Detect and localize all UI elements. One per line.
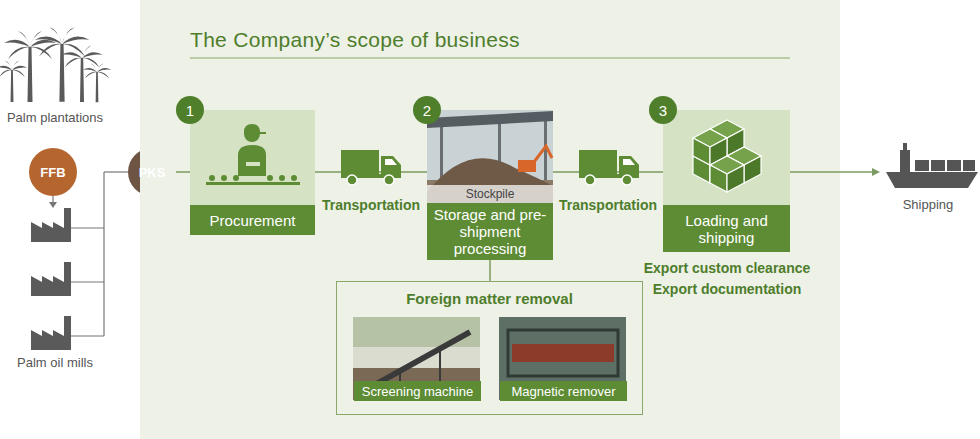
process-label: Procurement (190, 205, 315, 235)
stockpile-photo (427, 110, 553, 203)
mill-collector-lines (71, 172, 128, 336)
detail-box: Foreign matter removalScreening machine M… (336, 281, 643, 415)
text-label: Export custom clearance (644, 260, 811, 276)
screening-photo (353, 317, 480, 400)
connector-line (315, 171, 427, 173)
procurement-icon (206, 124, 300, 185)
node-label: FFB (29, 148, 77, 196)
process-label: Storage and pre-shipment processing (427, 203, 553, 260)
heading-rule (190, 58, 790, 59)
palm-tree (4, 31, 56, 102)
palm-trees (0, 27, 111, 102)
ship-icon (886, 143, 978, 188)
node-label: PKS (128, 148, 176, 196)
text-label: Export documentation (653, 281, 802, 297)
process-box: 1Procurement (190, 110, 315, 235)
palm-tree (35, 27, 90, 102)
process-box: 3Loading and shipping (663, 110, 790, 252)
shipping-arrow (790, 168, 880, 176)
callout-number: 1 (176, 96, 204, 124)
photo-box: Screening machine (354, 318, 481, 401)
mill-icons (31, 208, 71, 350)
region-heading: The Company’s scope of business (190, 28, 520, 52)
factory-icon (31, 262, 71, 296)
scope-region: The Company’s scope of business1Procurem… (140, 0, 840, 439)
edge-label: Transportation (322, 197, 420, 213)
callout-number: 3 (649, 96, 677, 124)
text-label: Palm oil mills (17, 355, 93, 370)
palm-tree (83, 63, 112, 102)
edge-label: Transportation (559, 197, 657, 213)
text-label: Palm plantations (7, 110, 103, 125)
cargo-icon (693, 120, 761, 192)
kernel-circle: PKS (128, 148, 176, 196)
callout-number: 2 (413, 96, 441, 124)
photo-caption: Stockpile (427, 185, 553, 203)
factory-icon (31, 208, 71, 242)
detail-heading: Foreign matter removal (337, 290, 642, 307)
fruit-circle: FFB (29, 148, 77, 196)
process-box: 2StockpileStorage and pre-shipment proce… (427, 110, 553, 260)
connector-line (176, 171, 190, 173)
truck-icon (579, 150, 639, 185)
palm-tree (0, 61, 27, 102)
connector-line (553, 171, 663, 173)
photo-box: Magnetic remover (500, 318, 627, 401)
process-label: Loading and shipping (663, 205, 790, 252)
ffb-arrow (49, 196, 57, 208)
truck-icon (341, 150, 401, 185)
photo-label: Screening machine (354, 381, 481, 401)
photo-label: Magnetic remover (500, 381, 627, 401)
palm-tree (61, 45, 103, 102)
factory-icon (31, 316, 71, 350)
text-label: Shipping (903, 197, 954, 212)
magnetic-photo (499, 317, 626, 400)
connector-line (489, 260, 491, 281)
